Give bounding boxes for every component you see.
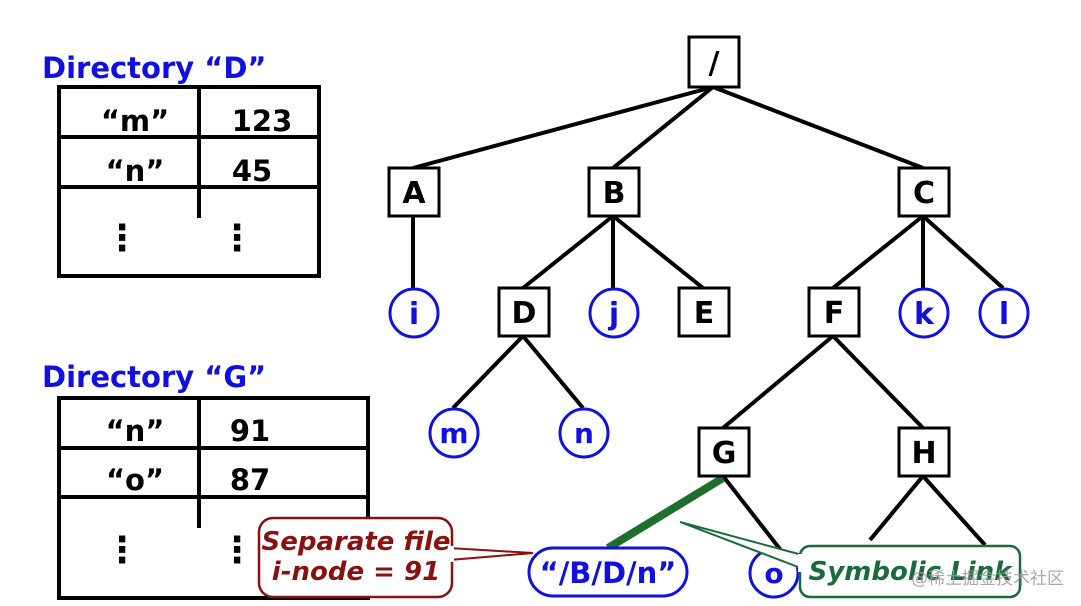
tree-node-c — [897, 166, 951, 218]
edge-c-f — [831, 214, 925, 290]
directory-d-title: Directory “D” — [42, 51, 266, 85]
directory-d-frame — [57, 85, 321, 278]
symbolic-link-edge — [605, 474, 726, 552]
tree-node-root — [687, 35, 741, 89]
tree-node-e-label: E — [694, 296, 715, 331]
edge-root-a — [412, 85, 714, 170]
directory-g-title: Directory “G” — [42, 360, 266, 394]
directory-g-ellipsis: ⋮ — [104, 530, 140, 571]
separate-file-callout: Separate file i-node = 91 — [257, 516, 534, 599]
directory-d-ellipsis: ⋮ — [104, 218, 140, 259]
edge-c-l — [921, 214, 1005, 290]
tree-node-h — [897, 426, 951, 478]
directory-nodes: / A B C D E F G H — [387, 35, 951, 478]
directory-g-entry-name: “n” — [106, 414, 165, 448]
directory-d-table: Directory “D” “m” 123 “n” 45 ⋮ ⋮ — [42, 51, 321, 278]
edge-h-right — [921, 474, 987, 547]
tree-node-e — [677, 286, 731, 338]
tree-link-path-label: “/B/D/n” — [540, 556, 677, 590]
directory-d-entry-name: “n” — [106, 154, 165, 188]
tree-file-k — [898, 287, 950, 339]
edge-d-n — [521, 334, 585, 410]
tree-file-i-label: i — [409, 297, 419, 332]
tree-node-b — [587, 166, 641, 218]
symbolic-link-callout: Symbolic Link — [679, 521, 1022, 599]
edge-f-g — [721, 334, 835, 430]
edge-b-d — [521, 214, 615, 290]
tree-file-n — [558, 407, 610, 459]
tree-node-h-label: H — [911, 436, 936, 471]
tree-node-g-label: G — [712, 436, 737, 471]
tree-file-j-label: j — [608, 297, 619, 332]
tree-node-f-label: F — [824, 296, 845, 331]
watermark-text: @稀土掘金技术社区 — [911, 569, 1064, 589]
directory-d-ellipsis: ⋮ — [219, 218, 255, 259]
separate-file-callout-line2: i-node = 91 — [272, 557, 440, 587]
symbolic-link-callout-joint — [798, 554, 808, 572]
tree-node-c-label: C — [913, 176, 935, 211]
tree-node-a — [387, 166, 441, 218]
tree-file-l — [978, 287, 1030, 339]
directory-g-entry-inode: 91 — [230, 414, 270, 448]
separate-file-callout-joint — [444, 546, 454, 562]
directory-d-entry-inode: 45 — [232, 154, 272, 188]
tree-file-k-label: k — [914, 297, 935, 332]
tree-node-a-label: A — [402, 176, 426, 211]
edge-d-m — [451, 334, 525, 410]
edge-b-e — [611, 214, 705, 290]
tree-file-j — [588, 287, 640, 339]
tree-file-o-label: o — [764, 557, 783, 590]
directory-g-entry-name: “o” — [106, 463, 164, 497]
tree-link-node — [527, 546, 689, 598]
separate-file-callout-line1: Separate file — [261, 527, 450, 557]
directory-d-entry-name: “m” — [101, 104, 169, 138]
edge-h-left — [868, 474, 925, 542]
tree-file-i — [388, 287, 440, 339]
tree-node-f — [807, 286, 861, 338]
tree-node-g — [697, 426, 751, 478]
tree-file-m — [428, 407, 480, 459]
tree-file-l-label: l — [999, 297, 1009, 332]
directory-d-entry-inode: 123 — [232, 104, 293, 138]
edge-f-h — [831, 334, 925, 430]
tree-edges — [411, 85, 1005, 555]
tree-node-d-label: D — [512, 296, 537, 331]
directory-g-entry-inode: 87 — [230, 463, 270, 497]
tree-node-b-label: B — [603, 176, 626, 211]
tree-node-root-label: / — [709, 46, 720, 81]
tree-file-n-label: n — [574, 417, 594, 450]
edge-g-o — [721, 474, 785, 555]
symbolic-link-callout-pointer — [679, 521, 807, 572]
separate-file-callout-pointer — [448, 546, 534, 562]
symbolic-link-callout-label: Symbolic Link — [809, 557, 1014, 587]
tree-node-d — [497, 286, 551, 338]
directory-g-table: Directory “G” “n” 91 “o” 87 ⋮ ⋮ — [42, 360, 370, 600]
directory-g-ellipsis: ⋮ — [219, 530, 255, 571]
edge-root-b — [611, 85, 715, 170]
edge-root-c — [712, 85, 924, 170]
tree-file-m-label: m — [439, 417, 468, 450]
